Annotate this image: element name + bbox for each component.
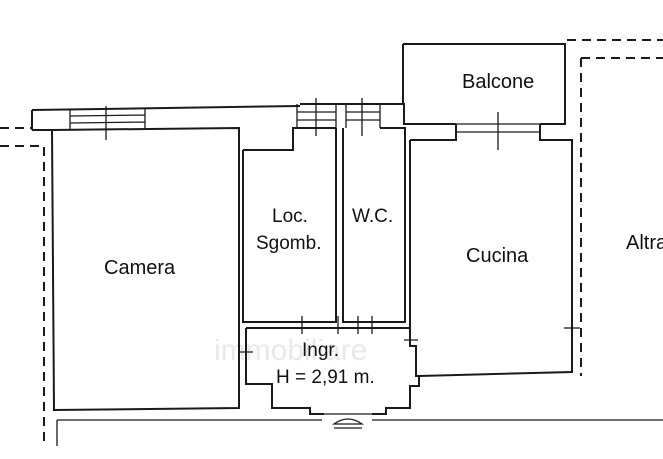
- ingresso-top: [246, 327, 419, 377]
- watermark: immobiliare: [214, 334, 367, 367]
- cucina-walls: [418, 124, 573, 377]
- camera-walls: [50, 126, 240, 412]
- camera-window: [69, 109, 146, 130]
- wc-window: [345, 104, 381, 128]
- label-height: H = 2,91 m.: [276, 367, 375, 388]
- label-loc-line2: Sgomb.: [256, 233, 321, 254]
- label-cucina: Cucina: [466, 245, 529, 267]
- label-altra: Altra: [626, 232, 663, 254]
- top-wall-right: [380, 103, 456, 125]
- label-camera: Camera: [104, 257, 176, 279]
- cucina-top-left: [410, 124, 457, 141]
- left-dashed-wall: [0, 145, 45, 446]
- entrance-arrow-icon: [331, 418, 365, 429]
- wc-walls: [342, 127, 406, 323]
- ingresso-door-left: [239, 340, 253, 366]
- ingresso-partition-ticks: [337, 316, 359, 334]
- loc-sgomb-top: [243, 127, 336, 151]
- top-wall: [31, 105, 301, 111]
- loc-window: [296, 104, 337, 128]
- ingresso-door-ticks: [301, 316, 418, 341]
- label-ingresso: Ingr.: [302, 340, 339, 361]
- label-loc-line1: Loc.: [272, 206, 308, 227]
- label-balcone: Balcone: [462, 71, 534, 93]
- loc-sgomb-walls: [242, 128, 337, 323]
- balcone-walls: [403, 43, 566, 125]
- ingresso-left: [245, 328, 324, 415]
- ingresso-right: [372, 376, 420, 415]
- label-wc: W.C.: [352, 206, 393, 227]
